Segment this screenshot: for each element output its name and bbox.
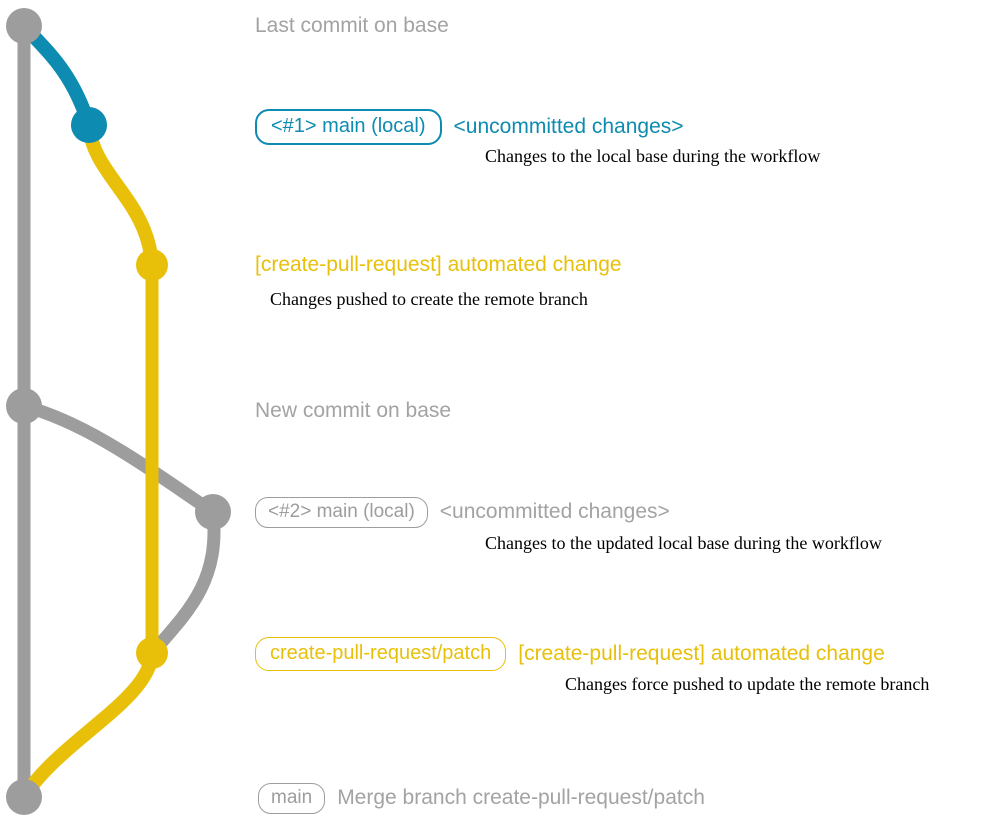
headline-merge-commit: Merge branch create-pull-request/patch <box>337 786 705 810</box>
node-last-commit-on-base[interactable] <box>6 8 42 44</box>
node-local-main-2[interactable] <box>195 494 231 530</box>
headline-automated-change-2: [create-pull-request] automated change <box>518 641 885 665</box>
ref-badge-main[interactable]: main <box>258 783 326 814</box>
node-automated-change-2[interactable] <box>136 637 168 669</box>
node-automated-change-1[interactable] <box>136 249 168 281</box>
entry-local-main-1: <#1> main (local) <uncommitted changes> <box>255 109 684 145</box>
entry-automated-change-1: [create-pull-request] automated change <box>255 253 622 277</box>
node-new-commit-on-base[interactable] <box>6 388 42 424</box>
entry-last-commit-on-base: Last commit on base <box>255 14 449 38</box>
node-merge-commit[interactable] <box>6 779 42 815</box>
subline-automated-change-1: Changes pushed to create the remote bran… <box>270 289 588 309</box>
subline-local-main-2: Changes to the updated local base during… <box>485 533 882 553</box>
headline-automated-change-1: [create-pull-request] automated change <box>255 253 622 276</box>
headline-last-commit-on-base: Last commit on base <box>255 14 449 37</box>
headline-local-main-1: <uncommitted changes> <box>453 114 684 138</box>
edge-patch-to-merge <box>17 646 159 804</box>
subline-automated-change-2: Changes force pushed to update the remot… <box>565 674 930 694</box>
ref-badge-local-main-1[interactable]: <#1> main (local) <box>255 109 442 145</box>
edge-local-main-2-to-patch <box>145 505 221 660</box>
node-local-main-1[interactable] <box>71 107 107 143</box>
entry-new-commit-on-base: New commit on base <box>255 399 451 423</box>
entry-local-main-2: <#2> main (local) <uncommitted changes> <box>255 497 670 528</box>
headline-local-main-2: <uncommitted changes> <box>439 500 670 524</box>
entry-merge-commit: main Merge branch create-pull-request/pa… <box>258 783 705 814</box>
ref-badge-create-pull-request-patch[interactable]: create-pull-request/patch <box>255 637 507 671</box>
ref-badge-local-main-2[interactable]: <#2> main (local) <box>255 497 428 528</box>
subline-local-main-1: Changes to the local base during the wor… <box>485 146 821 166</box>
headline-new-commit-on-base: New commit on base <box>255 399 452 422</box>
entry-automated-change-2: create-pull-request/patch [create-pull-r… <box>255 637 885 671</box>
edge-base-to-local-main-2 <box>17 399 220 519</box>
